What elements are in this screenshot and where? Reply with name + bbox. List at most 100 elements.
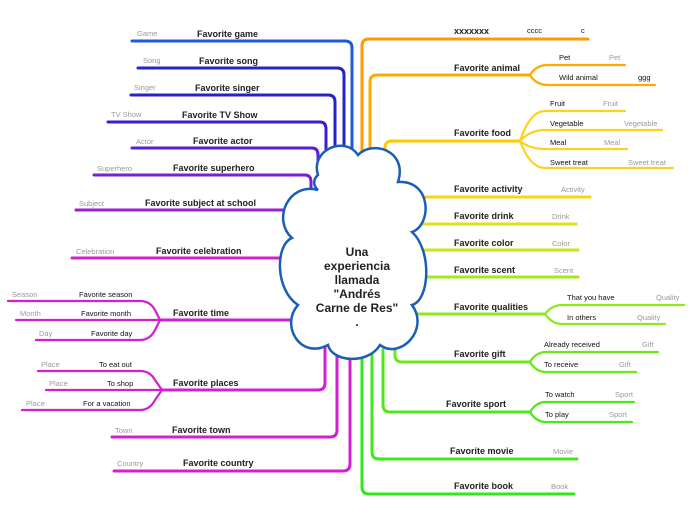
food-vegetable[interactable]: Vegetable: [550, 119, 583, 128]
branch-gift-line: [393, 343, 532, 364]
food-meal-sub: Meal: [604, 138, 621, 147]
topic-favorite-food[interactable]: Favorite food: [454, 128, 511, 138]
country-sub: Country: [117, 459, 144, 468]
topic-favorite-movie[interactable]: Favorite movie: [450, 446, 514, 456]
qualities-others[interactable]: In others: [567, 313, 596, 322]
places-shop[interactable]: To shop: [107, 379, 133, 388]
topic-favorite-qualities[interactable]: Favorite qualities: [454, 302, 528, 312]
town-sub: Town: [115, 426, 133, 435]
topic-xxx[interactable]: xxxxxxx: [454, 26, 489, 36]
branch-tvshow-line: [106, 120, 328, 177]
food-vegetable-sub: Vegetable: [624, 119, 657, 128]
places-eat-out[interactable]: To eat out: [99, 360, 133, 369]
actor-sub: Actor: [136, 137, 154, 146]
animal-wild-sub: ggg: [638, 73, 651, 82]
time-month[interactable]: Favorite month: [81, 309, 131, 318]
branch-animal-line: [368, 73, 532, 177]
time-season[interactable]: Favorite season: [79, 290, 132, 299]
right-branches: [360, 37, 686, 496]
places-shop-sub: Place: [49, 379, 68, 388]
time-day[interactable]: Favorite day: [91, 329, 133, 338]
activity-sub: Activity: [561, 185, 585, 194]
topic-favorite-book[interactable]: Favorite book: [454, 481, 514, 491]
qualities-others-sub: Quality: [637, 313, 661, 322]
animal-wild[interactable]: Wild animal: [559, 73, 598, 82]
game-sub: Game: [137, 29, 157, 38]
svg-text:experiencia: experiencia: [324, 259, 390, 273]
topic-favorite-places[interactable]: Favorite places: [173, 378, 239, 388]
gift-receive[interactable]: To receive: [544, 360, 578, 369]
gift-received-sub: Gift: [642, 340, 655, 349]
time-season-sub: Season: [12, 290, 37, 299]
qualities-children-lines: [543, 303, 686, 326]
left-branches: [6, 39, 354, 473]
topic-favorite-celebration[interactable]: Favorite celebration: [156, 246, 242, 256]
food-meal[interactable]: Meal: [550, 138, 567, 147]
food-fruit[interactable]: Fruit: [550, 99, 566, 108]
drink-sub: Drink: [552, 212, 570, 221]
svg-text:"Andrés: "Andrés: [333, 287, 380, 301]
topic-favorite-game[interactable]: Favorite game: [197, 29, 258, 39]
qualities-have-sub: Quality: [656, 293, 680, 302]
animal-pet[interactable]: Pet: [559, 53, 571, 62]
food-fruit-sub: Fruit: [603, 99, 619, 108]
food-sweet-treat[interactable]: Sweet treat: [550, 158, 589, 167]
sport-play-sub: Sport: [609, 410, 628, 419]
topic-favorite-activity[interactable]: Favorite activity: [454, 184, 523, 194]
branch-country-line: [112, 348, 352, 473]
sport-watch[interactable]: To watch: [545, 390, 575, 399]
topic-favorite-gift[interactable]: Favorite gift: [454, 349, 506, 359]
topic-favorite-town[interactable]: Favorite town: [172, 425, 231, 435]
singer-sub: Singer: [134, 83, 156, 92]
branch-actor-line: [130, 146, 320, 182]
center-title: Una experiencia llamada "Andrés Carne de…: [316, 245, 398, 329]
gift-receive-sub: Gift: [619, 360, 632, 369]
topic-favorite-superhero[interactable]: Favorite superhero: [173, 163, 255, 173]
places-vacation[interactable]: For a vacation: [83, 399, 131, 408]
movie-sub: Movie: [553, 447, 573, 456]
branch-singer-line: [129, 93, 337, 172]
book-sub: Book: [551, 482, 568, 491]
topic-favorite-time[interactable]: Favorite time: [173, 308, 229, 318]
topic-favorite-actor[interactable]: Favorite actor: [193, 136, 253, 146]
right-labels: xxxxxxx cccc c Favorite animal Pet Pet W…: [446, 26, 680, 491]
left-labels: Game Favorite game Song Favorite song Si…: [12, 29, 260, 468]
gift-children-lines: [528, 350, 660, 374]
topic-favorite-animal[interactable]: Favorite animal: [454, 63, 520, 73]
topic-favorite-country[interactable]: Favorite country: [183, 458, 254, 468]
topic-favorite-drink[interactable]: Favorite drink: [454, 211, 515, 221]
central-cloud[interactable]: [278, 144, 428, 361]
branch-book-line: [360, 348, 576, 496]
tvshow-sub: TV Show: [111, 110, 142, 119]
svg-text:llamada: llamada: [335, 273, 380, 287]
animal-pet-sub: Pet: [609, 53, 621, 62]
sport-children-lines: [528, 400, 636, 424]
svg-text:Una: Una: [346, 245, 369, 259]
animal-children-lines: [528, 63, 657, 87]
branch-food-line: [383, 139, 522, 187]
topic-favorite-color[interactable]: Favorite color: [454, 238, 514, 248]
song-sub: Song: [143, 56, 161, 65]
branch-movie-line: [370, 348, 579, 461]
topic-favorite-song[interactable]: Favorite song: [199, 56, 258, 66]
branch-song-line: [136, 66, 346, 172]
svg-text:.: .: [355, 315, 358, 329]
topic-favorite-tvshow[interactable]: Favorite TV Show: [182, 110, 259, 120]
superhero-sub: Superhero: [97, 164, 132, 173]
topic-favorite-sport[interactable]: Favorite sport: [446, 399, 506, 409]
topic-favorite-subject[interactable]: Favorite subject at school: [145, 198, 256, 208]
topic-favorite-singer[interactable]: Favorite singer: [195, 83, 260, 93]
branch-sport-line: [381, 348, 532, 414]
color-sub: Color: [552, 239, 570, 248]
qualities-have[interactable]: That you have: [567, 293, 615, 302]
branch-superhero-line: [92, 173, 313, 197]
xxx-note-cccc: cccc: [527, 26, 542, 35]
gift-received[interactable]: Already received: [544, 340, 600, 349]
sport-play[interactable]: To play: [545, 410, 569, 419]
subject-sub: Subject: [79, 199, 105, 208]
time-day-sub: Day: [39, 329, 53, 338]
branch-places-line: [160, 343, 327, 392]
topic-favorite-scent[interactable]: Favorite scent: [454, 265, 515, 275]
svg-text:Carne de Res": Carne de Res": [316, 301, 398, 315]
